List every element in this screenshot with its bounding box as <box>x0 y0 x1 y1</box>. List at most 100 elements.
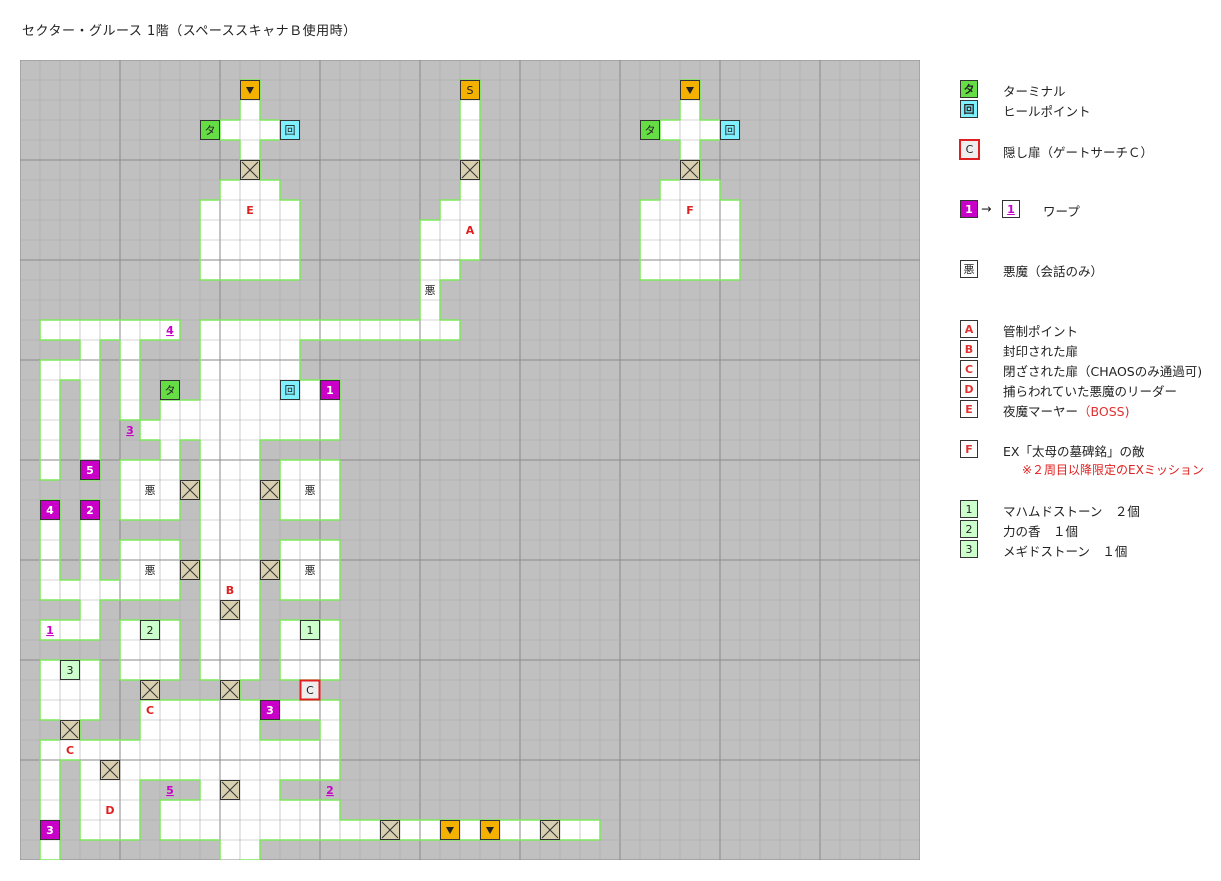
floor-tile <box>200 380 220 400</box>
floor-tile <box>40 360 60 380</box>
floor-tile <box>280 220 300 240</box>
floor-tile <box>60 700 80 720</box>
floor-tile <box>80 380 100 400</box>
floor-tile <box>300 660 320 680</box>
warp-destination-label: 5 <box>166 784 174 797</box>
terminal-icon <box>200 120 220 140</box>
floor-tile <box>460 240 480 260</box>
floor-tile <box>200 320 220 340</box>
warp-origin-label: 3 <box>46 824 54 837</box>
floor-tile <box>300 820 320 840</box>
floor-tile <box>320 580 340 600</box>
floor-tile <box>200 720 220 740</box>
floor-tile <box>220 720 240 740</box>
floor-tile <box>240 660 260 680</box>
floor-tile <box>280 200 300 220</box>
floor-tile <box>200 820 220 840</box>
door-cross-line <box>181 481 199 499</box>
floor-tile <box>320 640 340 660</box>
floor-tile <box>200 260 220 280</box>
floor-tile <box>160 320 180 340</box>
floor-tile <box>220 660 240 680</box>
floor-tile <box>220 700 240 720</box>
floor-tile <box>280 620 300 640</box>
floor-tile <box>280 640 300 660</box>
floor-tile <box>320 540 340 560</box>
door-cross-line <box>221 781 239 799</box>
floor-tile <box>240 100 260 120</box>
floor-tile <box>200 480 220 500</box>
floor-tile <box>440 220 460 240</box>
floor-tile <box>220 760 240 780</box>
floor-tile <box>280 500 300 520</box>
floor-tile <box>280 700 300 720</box>
warp-origin-icon <box>80 460 100 480</box>
legend-hidden-door-icon: C <box>959 139 980 160</box>
floor-tile <box>340 320 360 340</box>
floor-tile <box>420 280 440 300</box>
floor-tile <box>220 220 240 240</box>
floor-tile <box>120 360 140 380</box>
floor-tile <box>400 820 420 840</box>
floor-tile <box>300 420 320 440</box>
floor-tile <box>200 800 220 820</box>
legend-item-1-text: マハムドストーン ２個 <box>1003 504 1140 519</box>
floor-tile <box>80 660 100 680</box>
floor-tile <box>200 400 220 420</box>
floor-tile <box>140 500 160 520</box>
floor-tile <box>700 260 720 280</box>
floor-tile <box>40 460 60 480</box>
floor-tile <box>200 340 220 360</box>
floor-tile <box>700 200 720 220</box>
floor-tile <box>320 560 340 580</box>
floor-tile <box>260 800 280 820</box>
floor-tile <box>200 740 220 760</box>
floor-tile <box>680 100 700 120</box>
floor-tile <box>280 740 300 760</box>
terminal-icon <box>640 120 660 140</box>
control-point-label: A <box>466 224 475 237</box>
floor-tile <box>240 340 260 360</box>
floor-tile <box>460 140 480 160</box>
floor-tile <box>240 780 260 800</box>
floor-tile <box>80 560 100 580</box>
floor-tile <box>140 760 160 780</box>
floor-tile <box>40 700 60 720</box>
floor-tile <box>140 640 160 660</box>
floor-tile <box>160 640 180 660</box>
floor-tile <box>120 660 140 680</box>
floor-tile <box>220 480 240 500</box>
floor-tile <box>300 640 320 660</box>
hidden-door-icon <box>299 679 321 701</box>
floor-tile <box>240 500 260 520</box>
floor-tile <box>320 820 340 840</box>
floor-tile <box>220 800 240 820</box>
floor-tile <box>220 740 240 760</box>
floor-tile <box>200 440 220 460</box>
floor-tile <box>80 740 100 760</box>
floor-tile <box>300 540 320 560</box>
floor-tile <box>660 220 680 240</box>
legend-demon-text: 悪魔（会話のみ） <box>1003 264 1104 279</box>
floor-tile <box>260 420 280 440</box>
floor-tile <box>220 400 240 420</box>
floor-tile <box>300 560 320 580</box>
floor-tile <box>440 200 460 220</box>
demon-leader-label: D <box>105 804 114 817</box>
floor-tile <box>220 820 240 840</box>
terminal-icon <box>160 380 180 400</box>
floor-tile <box>240 760 260 780</box>
door-cross-line <box>381 821 399 839</box>
floor-tile <box>180 820 200 840</box>
floor-tile <box>140 320 160 340</box>
floor-tile <box>320 500 340 520</box>
legend-ex-note: ※２周目以降限定のEXミッション <box>1022 463 1204 477</box>
floor-tile <box>80 780 100 800</box>
floor-tile <box>240 560 260 580</box>
floor-tile <box>140 460 160 480</box>
floor-tile <box>320 400 340 420</box>
floor-tile <box>200 220 220 240</box>
floor-tile <box>680 120 700 140</box>
floor-tile <box>260 740 280 760</box>
floor-tile <box>680 260 700 280</box>
